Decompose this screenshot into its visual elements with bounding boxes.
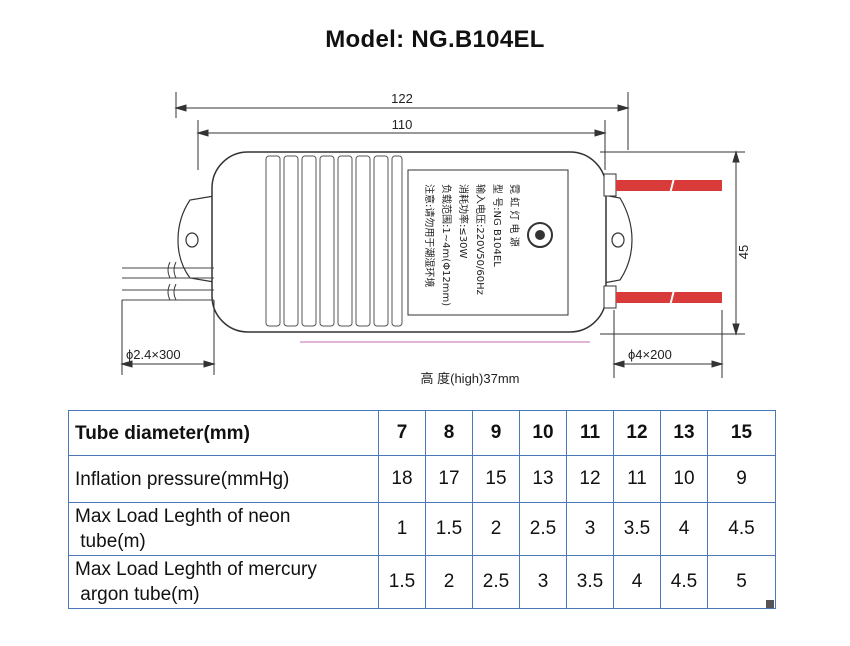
- table-row: Max Load Leghth of neon tube(m) 1 1.5 2 …: [68, 502, 776, 556]
- table-cell: 3.5: [613, 502, 661, 556]
- label-line: 注意:请勿用于潮湿环境: [423, 184, 436, 287]
- row-label-line: Max Load Leghth of mercury: [75, 559, 317, 580]
- output-wire-label: ϕ4×200: [628, 347, 672, 362]
- row-label-line: Max Load Leghth of neon: [75, 506, 291, 527]
- table-cell: 13: [519, 455, 567, 503]
- row-label: Max Load Leghth of neon tube(m): [68, 502, 379, 556]
- table-header-cell: 15: [707, 410, 776, 456]
- table-cell: 1.5: [425, 502, 473, 556]
- table-cell: 12: [566, 455, 614, 503]
- table-header-row: Tube diameter(mm) 7 8 9 10 11 12 13 15: [68, 410, 776, 456]
- dimension-output-wire: [612, 310, 724, 378]
- row-label: Max Load Leghth of mercury argon tube(m): [68, 555, 379, 609]
- label-line: 负载范围:1~4m(Φ12mm): [440, 184, 453, 306]
- dimension-width-label: 45: [736, 245, 751, 259]
- label-plate-text: 霓 虹 灯 电 源 型 号:NG B104EL 输入电压:220V50/60Hz…: [423, 184, 521, 306]
- mounting-tab-left: [177, 195, 215, 283]
- table-cell: 17: [425, 455, 473, 503]
- table-header-cell: 8: [425, 410, 473, 456]
- ballast-body: [211, 151, 607, 343]
- table-cell: 3: [519, 555, 567, 609]
- label-line: 型 号:NG B104EL: [491, 184, 504, 267]
- spec-table: Tube diameter(mm) 7 8 9 10 11 12 13 15 I…: [68, 410, 776, 609]
- table-header-cell: 9: [472, 410, 520, 456]
- table-cell: 4: [660, 502, 708, 556]
- table-cell: 9: [707, 455, 776, 503]
- ballast-drawing: 122 110: [120, 91, 751, 386]
- table-cell: 4.5: [660, 555, 708, 609]
- table-cell: 5: [707, 555, 776, 609]
- label-line: 输入电压:220V50/60Hz: [474, 184, 487, 295]
- table-header-cell: 7: [378, 410, 426, 456]
- table-header-cell: 11: [566, 410, 614, 456]
- table-row: Inflation pressure(mmHg) 18 17 15 13 12 …: [68, 455, 776, 503]
- table-cell: 4.5: [707, 502, 776, 556]
- dimension-overall-length-label: 122: [391, 91, 413, 106]
- dimension-width: [600, 150, 745, 336]
- table-cell: 3: [566, 502, 614, 556]
- dimension-body-length-label: 110: [392, 117, 413, 132]
- table-row: Max Load Leghth of mercury argon tube(m)…: [68, 555, 776, 609]
- label-line: 消耗功率:≤30W: [457, 184, 470, 258]
- table-cell: 18: [378, 455, 426, 503]
- table-cell: 2.5: [519, 502, 567, 556]
- label-line: 霓 虹 灯 电 源: [508, 184, 521, 247]
- table-cell: 2: [425, 555, 473, 609]
- height-note: 高 度(high)37mm: [421, 371, 520, 386]
- resize-grip-mark: [766, 600, 774, 608]
- table-header-label: Tube diameter(mm): [68, 410, 379, 456]
- table-cell: 1: [378, 502, 426, 556]
- table-header-cell: 13: [660, 410, 708, 456]
- dimension-overall-length: [174, 92, 630, 150]
- table-cell: 15: [472, 455, 520, 503]
- table-header-cell: 12: [613, 410, 661, 456]
- table-header-cell: 10: [519, 410, 567, 456]
- dimension-input-wire: [120, 300, 216, 375]
- row-label: Inflation pressure(mmHg): [68, 455, 379, 503]
- page-title: Model: NG.B104EL: [325, 26, 545, 53]
- table-cell: 2.5: [472, 555, 520, 609]
- row-label-line: tube(m): [75, 531, 146, 552]
- dimension-body-length: [196, 120, 607, 170]
- table-cell: 4: [613, 555, 661, 609]
- table-cell: 2: [472, 502, 520, 556]
- table-cell: 1.5: [378, 555, 426, 609]
- input-wires: [122, 261, 214, 301]
- input-wire-label: ϕ2.4×300: [126, 347, 181, 362]
- table-cell: 3.5: [566, 555, 614, 609]
- output-wires: [603, 173, 722, 309]
- row-label-line: argon tube(m): [75, 584, 200, 605]
- table-cell: 10: [660, 455, 708, 503]
- table-cell: 11: [613, 455, 661, 503]
